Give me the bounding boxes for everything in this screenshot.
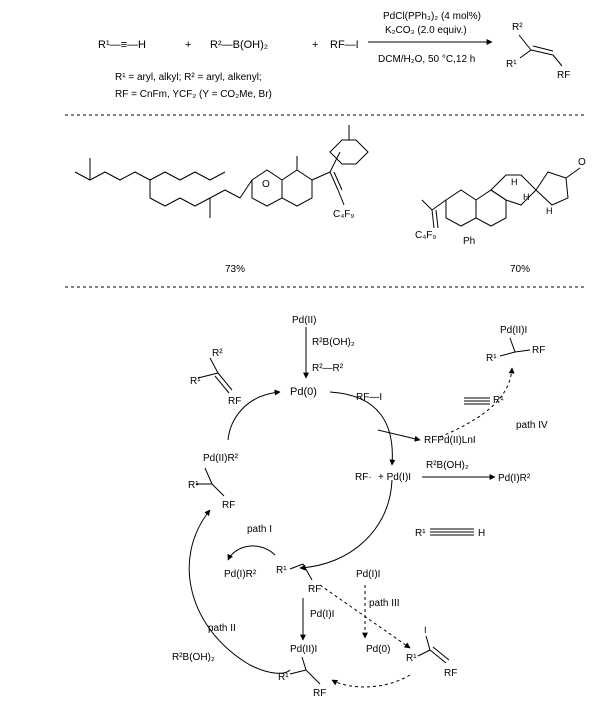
ketone-o-label: O bbox=[578, 157, 586, 168]
pd-i-r2-right: Pd(I)R² bbox=[498, 473, 531, 484]
alkyne-h: H bbox=[478, 528, 485, 539]
pd-i-i-mid: Pd(I)I bbox=[310, 609, 334, 620]
estrone-h-2: H bbox=[523, 192, 530, 202]
iodo-r1: R¹ bbox=[406, 653, 417, 664]
example-tocopherol: O C₄F₉ 73% bbox=[74, 125, 369, 275]
boronic-acid-reactant: R²—B(OH)₂ bbox=[210, 39, 268, 51]
example-2-substituent: C₄F₉ bbox=[415, 230, 436, 241]
pd0-center: Pd(0) bbox=[290, 386, 317, 398]
radical-rf: RF bbox=[308, 584, 321, 595]
example-estrone: O H H H C₄F₉ Ph 70% bbox=[415, 157, 586, 275]
pd-ii-i-bottom: Pd(II)I bbox=[290, 644, 317, 655]
r2r2-byproduct: R²—R² bbox=[312, 363, 344, 374]
path-iv-label: path IV bbox=[516, 420, 548, 431]
radical-r1: R¹ bbox=[276, 565, 287, 576]
mech-product-r1: R¹ bbox=[190, 376, 201, 387]
path-ii-label: path II bbox=[208, 623, 236, 634]
product-rf-label: RF bbox=[557, 70, 570, 81]
pd-i-r2-bottom: Pd(I)R² bbox=[224, 569, 257, 580]
base-label: K₂CO₃ (2.0 equiv.) bbox=[385, 25, 467, 36]
catalyst-label: PdCl(PPh₃)₂ (4 mol%) bbox=[383, 11, 481, 22]
rfpd-complex: RFPd(II)LnI bbox=[424, 435, 476, 446]
left-rf: RF bbox=[222, 500, 235, 511]
plus-sign-1: + bbox=[185, 39, 191, 51]
conditions-label: DCM/H₂O, 50 °C,12 h bbox=[378, 54, 475, 65]
top-right-rf: RF bbox=[532, 345, 545, 356]
product-r2-label: R² bbox=[512, 22, 523, 33]
bottom-r1: R¹ bbox=[278, 672, 289, 683]
iodo-rf: RF bbox=[444, 668, 457, 679]
mech-product-r2: R² bbox=[212, 348, 223, 359]
example-1-yield: 73% bbox=[225, 264, 245, 275]
path-i-label: path I bbox=[247, 524, 272, 535]
example-2-yield: 70% bbox=[510, 264, 530, 275]
path-iii-label: path III bbox=[369, 598, 400, 609]
pdii-r2-left: Pd(II)R² bbox=[203, 453, 239, 464]
phenyl-label: Ph bbox=[463, 236, 475, 247]
scope-line-1: R¹ = aryl, alkyl; R² = aryl, alkenyl; bbox=[115, 72, 262, 83]
oxygen-label: O bbox=[262, 179, 270, 190]
alkyne-r1-h-r1: R¹ bbox=[415, 528, 426, 539]
perfluoroalkyl-iodide: RF—I bbox=[330, 39, 359, 51]
bottom-rf: RF bbox=[313, 688, 326, 699]
alkyne-reactant: R¹—≡—H bbox=[98, 39, 146, 51]
plus-pd-i-i: + Pd(I)I bbox=[378, 472, 411, 483]
alkyne-r1-right: R¹ bbox=[493, 395, 504, 406]
pd0-bottom: Pd(0) bbox=[366, 644, 390, 655]
top-right-pdii-i: Pd(II)I bbox=[500, 325, 527, 336]
left-r1: R¹ bbox=[188, 480, 199, 491]
r2boh2-top: R²B(OH)₂ bbox=[312, 337, 355, 348]
iodo-i: I bbox=[424, 625, 427, 635]
example-1-substituent: C₄F₉ bbox=[333, 209, 354, 220]
pd-i-i-right: Pd(I)I bbox=[356, 569, 380, 580]
product-alkene: R² R¹ RF bbox=[506, 22, 570, 81]
r2boh2-bottom: R²B(OH)₂ bbox=[172, 652, 215, 663]
reaction-scheme: R¹—≡—H + R²—B(OH)₂ + RF—I PdCl(PPh₃)₂ (4… bbox=[98, 11, 570, 100]
mech-product: R² R¹ RF bbox=[190, 348, 241, 407]
top-right-r1: R¹ bbox=[486, 353, 497, 364]
mechanism: Pd(II) R²B(OH)₂ R²—R² Pd(0) RF—I RFPd(II… bbox=[172, 315, 548, 699]
estrone-h-3: H bbox=[546, 206, 553, 216]
plus-sign-2: + bbox=[312, 39, 318, 51]
estrone-h-1: H bbox=[511, 177, 518, 187]
mech-product-rf: RF bbox=[228, 396, 241, 407]
product-r1-label: R¹ bbox=[506, 59, 517, 70]
rf-i-mech: RF—I bbox=[356, 392, 382, 403]
pd-ii-top: Pd(II) bbox=[292, 315, 316, 326]
rf-radical: RF· bbox=[355, 472, 372, 483]
scope-line-2: RF = CnFm, YCF₂ (Y = CO₂Me, Br) bbox=[115, 89, 272, 100]
r2boh2-mid: R²B(OH)₂ bbox=[426, 460, 469, 471]
